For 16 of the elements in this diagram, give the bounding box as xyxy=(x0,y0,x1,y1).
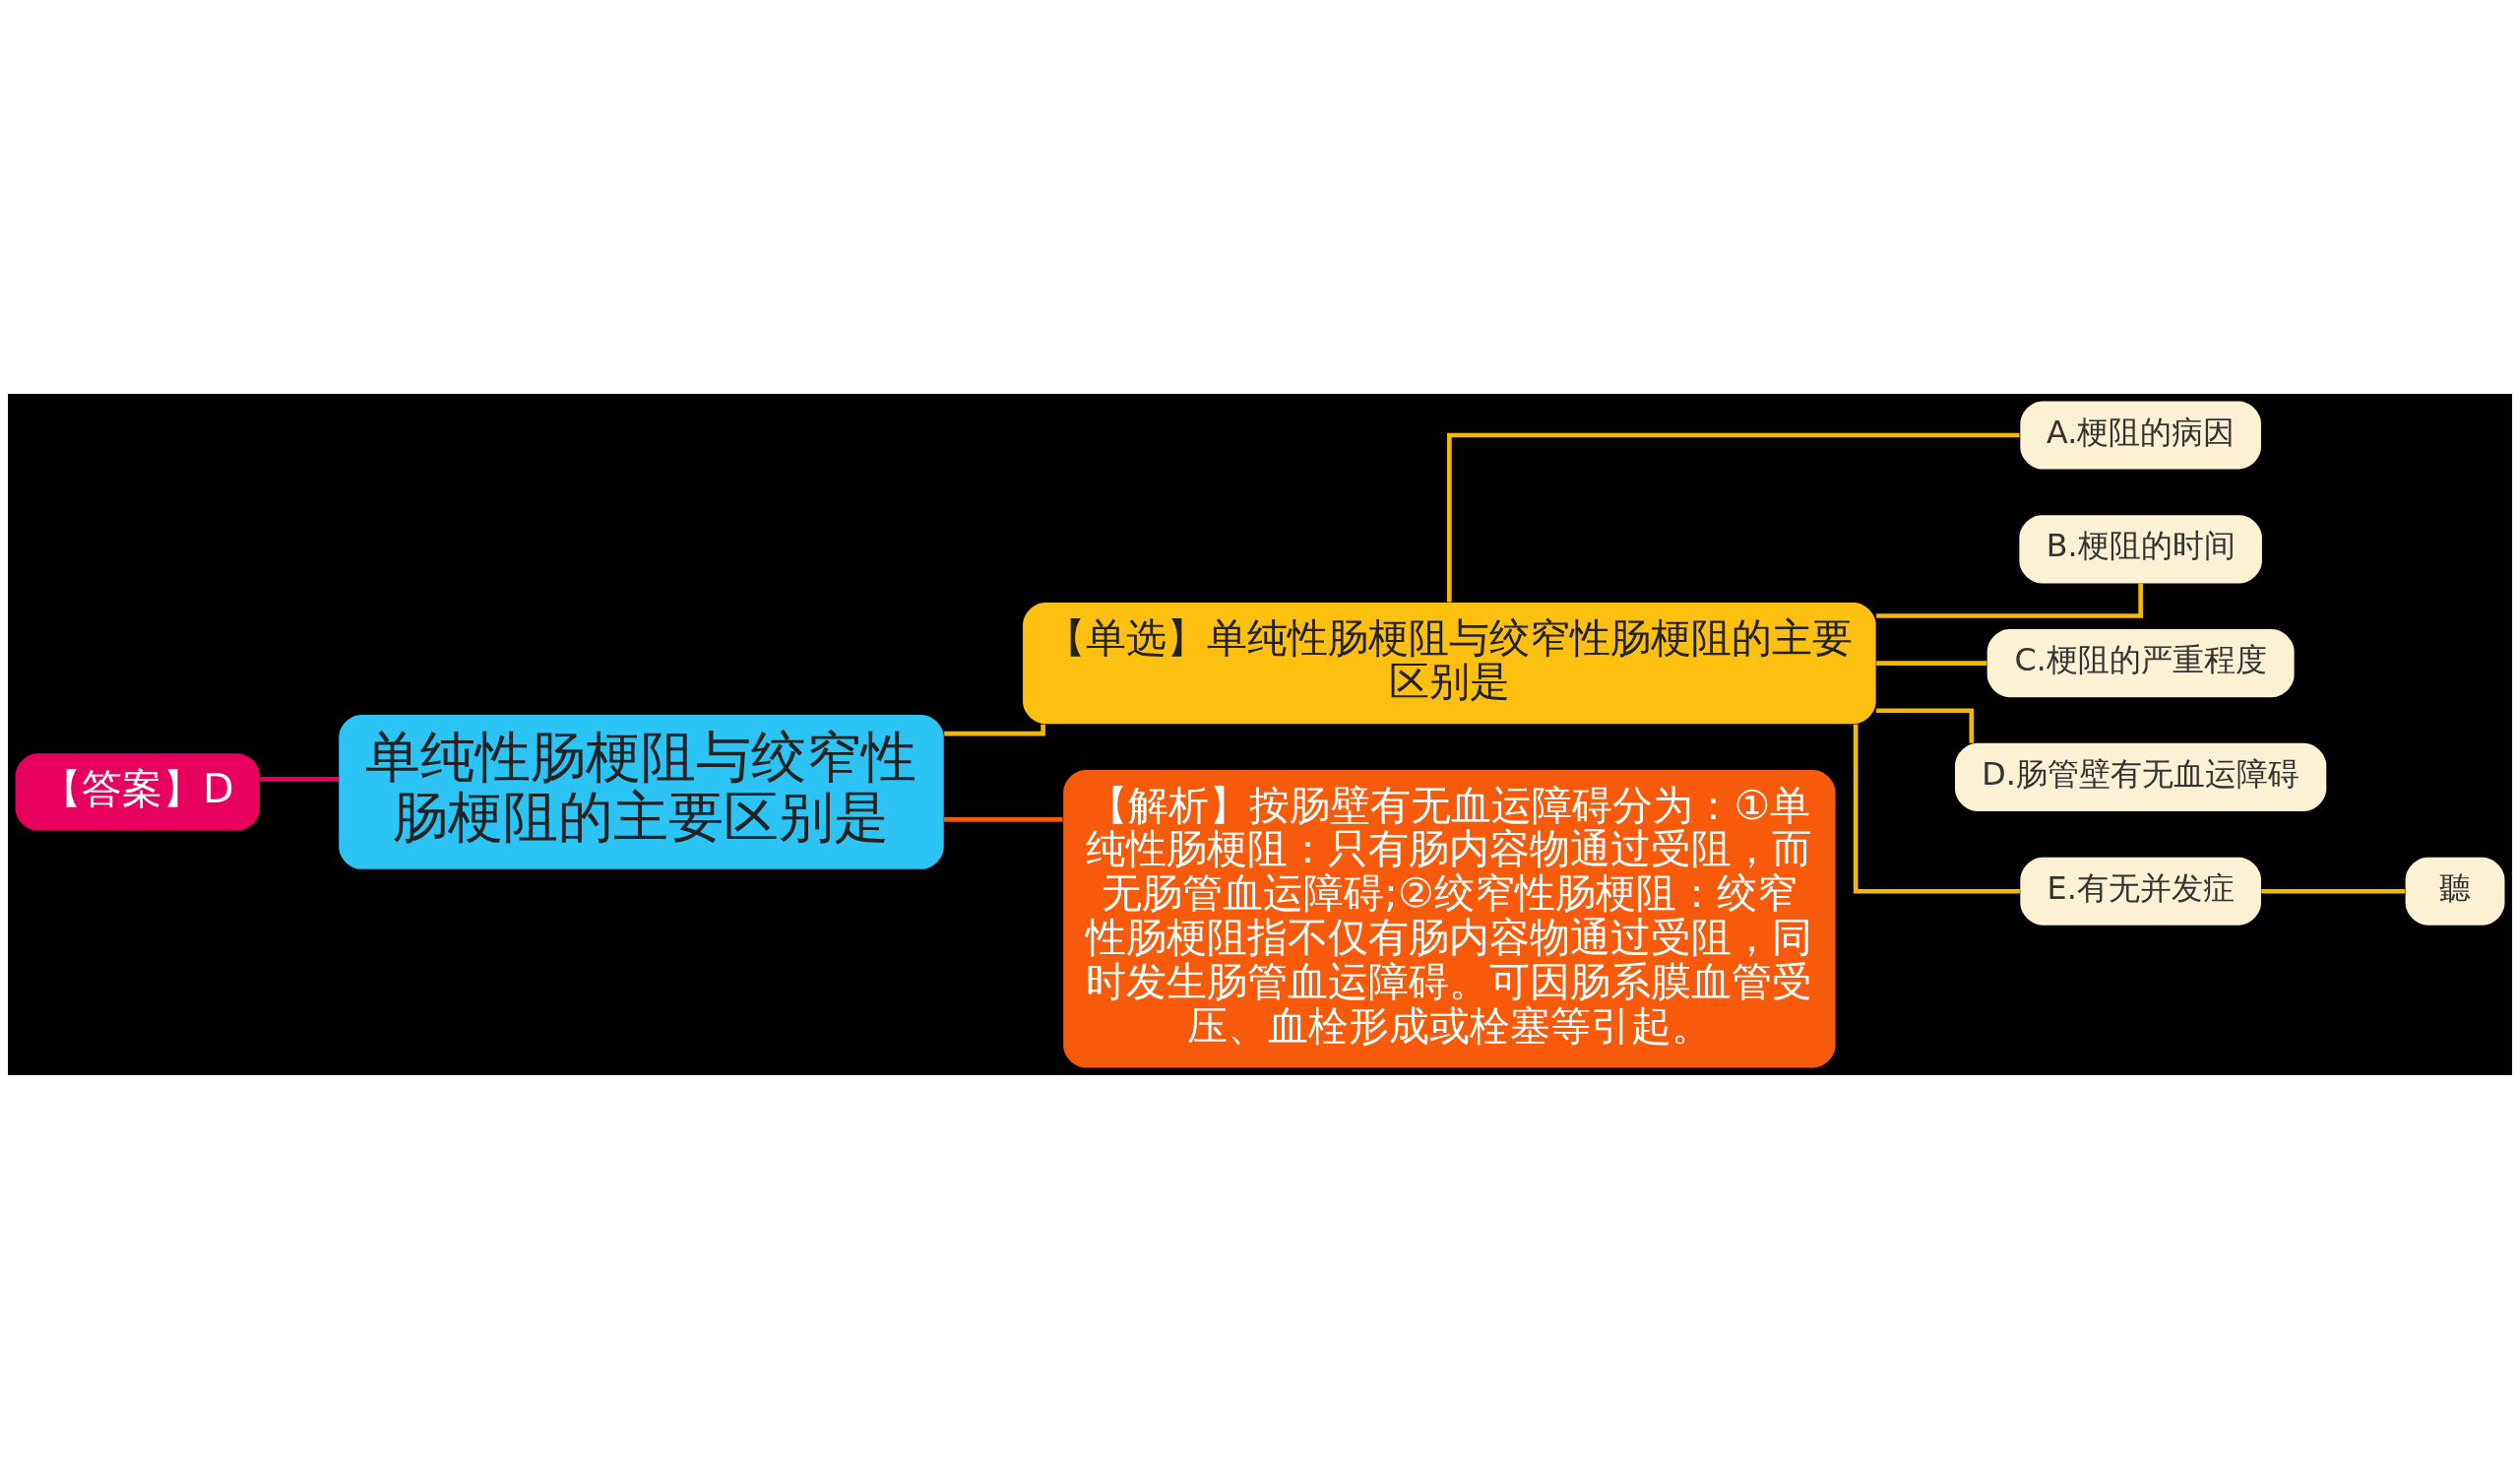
connector xyxy=(2261,888,2406,894)
node-box: 单纯性肠梗阻与绞窄性肠梗阻的主要区别是 xyxy=(339,714,944,869)
node-box: 【解析】按肠壁有无血运障碍分为：①单纯性肠梗阻：只有肠内容物通过受阻，而无肠管血运障碍;②绞窄性肠梗阻：绞窄性肠梗阻指不仅有肠内容物通过受阻，同时发生肠管血运障碍。可因肠系膜血管受压、血栓形成或栓塞等引起。 xyxy=(1063,769,1836,1068)
node-box: 【答案】D xyxy=(15,752,260,831)
connector xyxy=(1447,432,2020,603)
node-box: D.肠管壁有无血运障碍 xyxy=(1955,742,2327,811)
node-box: C.梗阻的严重程度 xyxy=(1986,628,2295,697)
node-box: 聽 xyxy=(2405,857,2505,925)
connector xyxy=(1876,660,1987,666)
node-box: 【单选】单纯性肠梗阻与绞窄性肠梗阻的主要区别是 xyxy=(1023,602,1876,724)
node-box: B.梗阻的时间 xyxy=(2019,514,2262,583)
node-box: E.有无并发症 xyxy=(2020,857,2261,925)
connector xyxy=(1853,724,2020,894)
connector xyxy=(943,816,1063,822)
node-box: A.梗阻的病因 xyxy=(2020,400,2261,470)
connector xyxy=(260,776,340,782)
